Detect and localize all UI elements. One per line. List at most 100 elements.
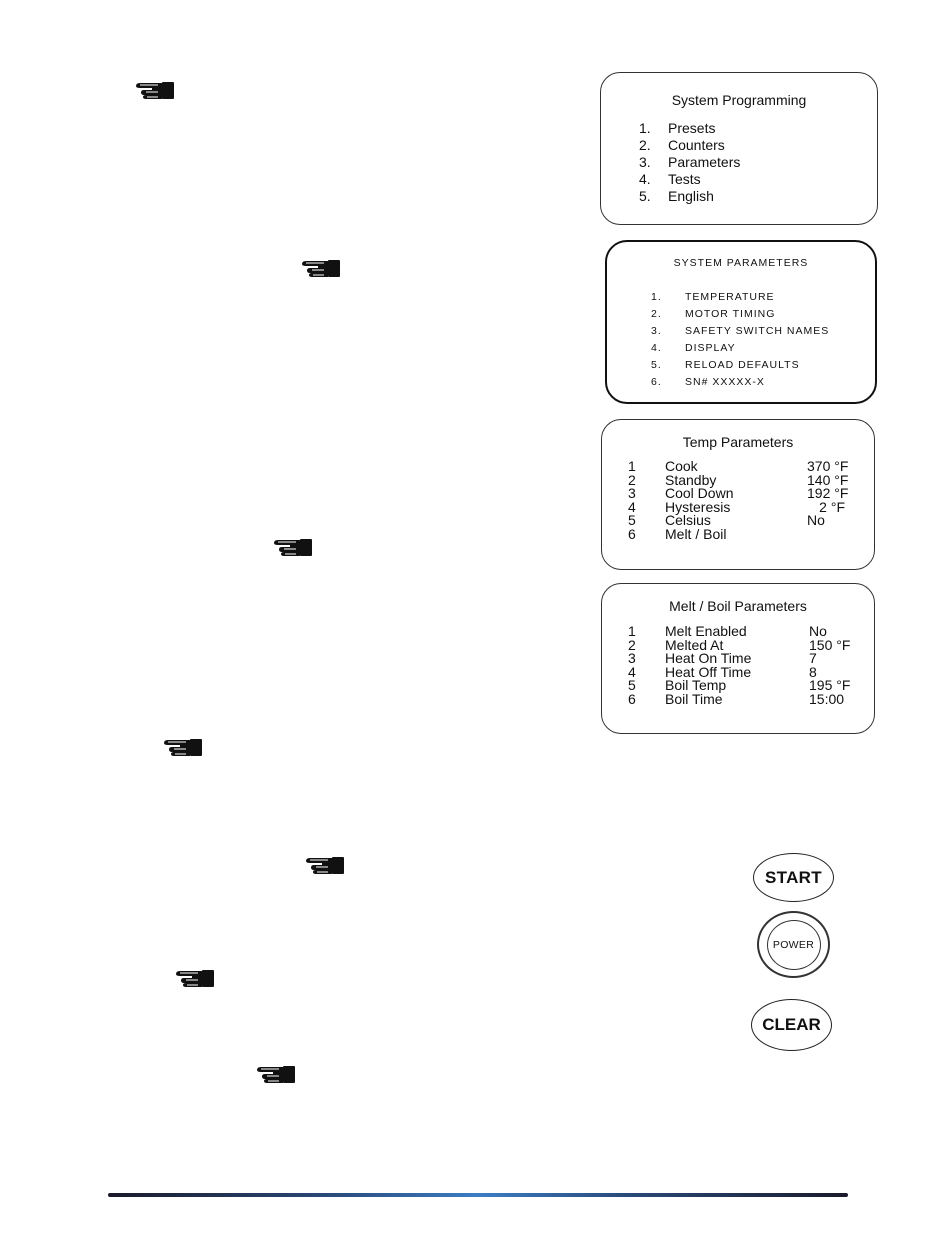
power-button-label: POWER	[772, 938, 815, 951]
item-label: Counters	[668, 137, 725, 153]
menu-item-tests[interactable]: 4. Tests	[639, 171, 740, 188]
param-number: 5	[628, 512, 636, 528]
param-number: 2	[628, 636, 636, 653]
item-number: 4.	[651, 342, 662, 354]
pointing-hand-icon	[176, 970, 214, 987]
menu-item-reload-defaults[interactable]: 5.RELOAD DEFAULTS	[651, 357, 829, 374]
param-value: 15:00	[809, 690, 845, 707]
param-value: 150 °F	[809, 636, 851, 653]
menu-item-temperature[interactable]: 1. TEMPERATURE	[651, 289, 829, 306]
param-label: Melt Enabled	[665, 623, 747, 639]
item-number: 1.	[651, 291, 662, 303]
param-number: 3	[628, 485, 636, 501]
param-row-cook[interactable]: 1 Cook 370 °F	[628, 458, 849, 474]
item-label: RELOAD DEFAULTS	[685, 359, 800, 371]
screen-title: System Programming	[671, 92, 807, 108]
param-number: 6	[628, 525, 636, 542]
pointing-hand-icon	[274, 539, 312, 556]
menu-item-display[interactable]: 4.DISPLAY	[651, 340, 829, 357]
screen-title: Melt / Boil Parameters	[669, 598, 807, 614]
item-label: SAFETY SWITCH NAMES	[685, 325, 830, 337]
pointing-hand-icon	[306, 857, 344, 874]
menu-item-counters[interactable]: 2. Counters	[639, 137, 740, 154]
param-row-hysteresis[interactable]: 4 Hysteresis 2 °F	[628, 498, 845, 515]
menu-item-presets[interactable]: 1. Presets	[639, 120, 740, 137]
param-label: Cook	[665, 458, 698, 474]
menu-item-english[interactable]: 5. English	[639, 188, 740, 205]
item-label: Presets	[668, 120, 716, 136]
menu-item-motor-timing[interactable]: 2. MOTOR TIMING	[651, 306, 829, 323]
param-label: Celsius	[665, 512, 711, 528]
param-number: 5	[628, 677, 636, 693]
param-value: No	[809, 623, 827, 639]
param-value	[807, 528, 845, 542]
param-label: Heat Off Time	[665, 663, 752, 680]
screen-title: SYSTEM PARAMETERS	[673, 257, 809, 269]
param-row-heat-off-time[interactable]: 4 Heat Off Time 8	[628, 663, 850, 680]
pointing-hand-icon	[136, 82, 174, 99]
param-row-melted-at[interactable]: 2 Melted At 150 °F	[628, 636, 851, 653]
param-value: 2 °F	[819, 498, 845, 515]
param-label: Standby	[665, 471, 717, 488]
pointing-hand-icon	[164, 739, 202, 756]
item-label: TEMPERATURE	[685, 291, 775, 303]
param-row-boil-temp[interactable]: 5 Boil Temp 195 °F	[628, 677, 851, 693]
param-label: Boil Temp	[665, 677, 727, 693]
item-number: 5.	[639, 188, 651, 204]
param-label: Boil Time	[665, 690, 723, 707]
menu-list: 1. Presets 2. Counters 3.Parameters 4. Test…	[639, 120, 740, 205]
param-value: 195 °F	[809, 677, 851, 693]
param-label: Melted At	[665, 636, 724, 653]
param-number: 4	[628, 498, 636, 515]
start-button[interactable]: START	[753, 853, 834, 902]
menu-item-serial-number[interactable]: 6. SN# XXXXX-X	[651, 374, 829, 391]
power-button[interactable]: POWER	[757, 911, 830, 978]
param-label: Cool Down	[665, 485, 734, 501]
item-number: 4.	[639, 171, 651, 187]
clear-button[interactable]: CLEAR	[751, 999, 832, 1051]
power-button-ring: POWER	[766, 919, 821, 970]
item-label: MOTOR TIMING	[685, 308, 776, 320]
item-number: 2.	[651, 308, 662, 320]
pointing-hand-icon	[302, 260, 340, 277]
system-parameters-screen: SYSTEM PARAMETERS 1. TEMPERATURE 2. MOTOR …	[605, 240, 877, 404]
item-label: SN# XXXXX-X	[685, 376, 765, 388]
param-label: Heat On Time	[665, 650, 752, 666]
item-number: 6.	[651, 376, 662, 388]
item-number: 1.	[639, 120, 651, 136]
param-number: 1	[628, 458, 636, 474]
param-value: 192 °F	[807, 485, 849, 501]
param-value: 370 °F	[807, 458, 849, 474]
param-number: 3	[628, 650, 636, 666]
screen-title: Temp Parameters	[682, 434, 794, 450]
item-number: 3.	[639, 154, 651, 170]
param-value: No	[807, 512, 825, 528]
footer-divider	[108, 1193, 848, 1197]
param-number: 4	[628, 663, 636, 680]
item-label: Tests	[668, 171, 701, 187]
menu-item-parameters[interactable]: 3.Parameters	[639, 154, 740, 171]
item-label: English	[668, 188, 714, 204]
param-label: Hysteresis	[665, 498, 731, 515]
menu-item-safety-switch-names[interactable]: 3. SAFETY SWITCH NAMES	[651, 323, 829, 340]
param-row-celsius[interactable]: 5 Celsius No	[628, 512, 845, 528]
clear-button-label: CLEAR	[762, 1015, 821, 1034]
item-number: 2.	[639, 137, 651, 153]
param-row-melt-boil[interactable]: 6 Melt / Boil	[628, 525, 845, 542]
system-programming-screen: System Programming 1. Presets 2. Counters …	[600, 72, 878, 225]
param-label: Melt / Boil	[665, 525, 727, 542]
param-value: 7	[809, 650, 817, 666]
param-value: 8	[809, 663, 817, 680]
param-row-heat-on-time[interactable]: 3 Heat On Time 7	[628, 650, 850, 666]
pointing-hand-icon	[257, 1066, 295, 1083]
item-number: 3.	[651, 325, 662, 337]
param-row-cool-down[interactable]: 3 Cool Down 192 °F	[628, 485, 849, 501]
start-button-label: START	[765, 867, 822, 887]
